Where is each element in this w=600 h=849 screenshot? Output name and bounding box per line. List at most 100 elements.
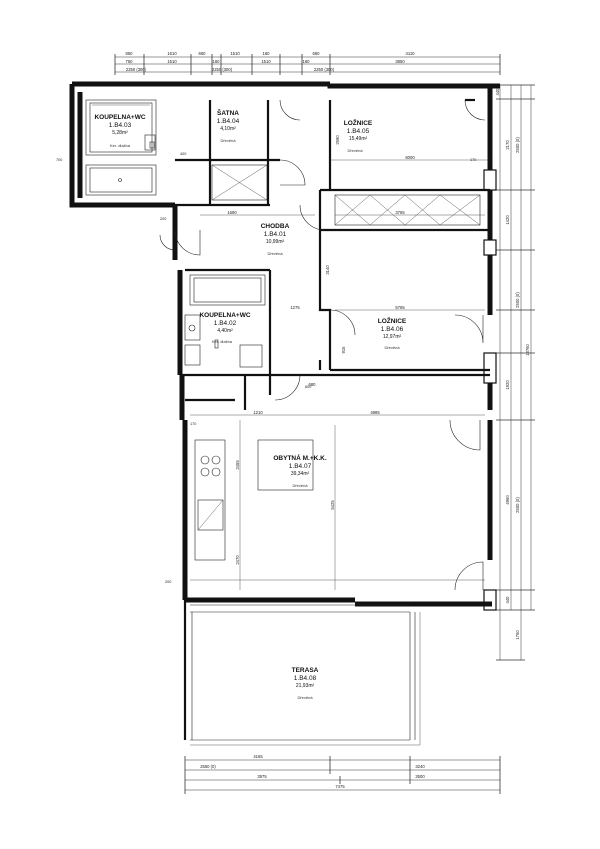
- dim-inner-3765: 3765: [395, 210, 405, 215]
- dim-top-5: 160: [263, 51, 271, 56]
- misc-notes: 400 200 700 600 170 200 170: [56, 152, 476, 584]
- dim-bottom-4: 3975: [257, 774, 267, 779]
- closet-hatch: [211, 164, 268, 201]
- svg-text:1.B4.01: 1.B4.01: [264, 231, 287, 238]
- svg-text:Dřevěná: Dřevěná: [292, 483, 308, 488]
- dim-right-6: 1920: [505, 380, 510, 390]
- svg-text:Dřevěná: Dřevěná: [347, 148, 363, 153]
- svg-text:12,97m²: 12,97m²: [383, 334, 402, 340]
- svg-text:Dřevěná: Dřevěná: [297, 695, 313, 700]
- dim-inner-1210: 1210: [253, 410, 263, 415]
- svg-text:4,40m²: 4,40m²: [217, 328, 233, 334]
- svg-text:600: 600: [305, 385, 311, 389]
- room-label-terrace: TERASA 1.B4.08 21,93m² Dřevěná: [292, 667, 319, 700]
- dim-inner-680: 680: [309, 382, 317, 387]
- dim-top-r3-2: 2250 (300): [212, 67, 233, 72]
- dim-inner-3140: 3140: [325, 265, 330, 275]
- dim-right-3: 2500 (0): [515, 137, 520, 153]
- dim-inner-2590: 2590: [335, 135, 340, 145]
- dim-top-6: 660: [313, 51, 321, 56]
- bottom-dimension-lines: 4165 3240 2550 (0) 3975 3500 7475: [184, 754, 501, 794]
- dim-bottom-5: 3500: [415, 774, 425, 779]
- svg-text:LOŽNICE: LOŽNICE: [378, 316, 407, 325]
- walls: [69, 81, 500, 611]
- right-dimension-lines: 440 2170 2500 (0) 1420 2500 (0) 1920 496…: [495, 84, 535, 661]
- room-label-bathroom1: KOUPELNA+WC 1.B4.03 5,28m² Ker. dlažba: [94, 114, 145, 148]
- dim-right-9: 440: [505, 596, 510, 604]
- wardrobe-hatch: [334, 194, 481, 226]
- terrace: [183, 600, 421, 746]
- svg-text:1.B4.03: 1.B4.03: [109, 122, 132, 129]
- dim-inner-6000: 6000: [405, 155, 415, 160]
- dim-right-1: 440: [495, 88, 500, 96]
- room-label-closet: ŠATNA 1.B4.04 4,10m² Dřevěná: [217, 108, 240, 143]
- dim-top-r2-5: 160: [303, 59, 311, 64]
- dim-right-total: 13760: [525, 344, 530, 356]
- svg-text:KOUPELNA+WC: KOUPELNA+WC: [94, 114, 145, 121]
- svg-text:200: 200: [165, 580, 171, 584]
- dim-top-4: 1510: [230, 51, 240, 56]
- svg-text:1.B4.07: 1.B4.07: [289, 463, 312, 470]
- inner-dimensions: 6000 3765 5765 4985 1275 1690 1210 2455 …: [190, 135, 490, 590]
- dim-bottom-3: 2550 (0): [200, 764, 216, 769]
- svg-text:Dřevěná: Dřevěná: [267, 251, 283, 256]
- room-label-bathroom2: KOUPELNA+WC 1.B4.02 4,40m² Ker. dlažba: [199, 312, 250, 344]
- dim-top-r2-3: 160: [213, 59, 221, 64]
- svg-text:10,99m²: 10,99m²: [266, 239, 285, 245]
- dim-right-10: 1750: [515, 630, 520, 640]
- dim-right-8: 2500 (0): [515, 497, 520, 513]
- dim-top-r2-1: 750: [126, 59, 134, 64]
- dim-top-r2-4: 1510: [261, 59, 271, 64]
- svg-text:1.B4.06: 1.B4.06: [381, 326, 404, 333]
- dim-right-5: 2500 (0): [515, 292, 520, 308]
- svg-text:CHODBA: CHODBA: [261, 223, 290, 230]
- svg-text:700: 700: [56, 158, 62, 162]
- dim-top-3: 660: [199, 51, 207, 56]
- svg-text:400: 400: [180, 152, 186, 156]
- dim-inner-2470: 2470: [235, 555, 240, 565]
- svg-text:15,49m²: 15,49m²: [349, 136, 368, 142]
- dim-top-2: 1610: [167, 51, 177, 56]
- dim-bottom-1: 4165: [253, 754, 263, 759]
- svg-text:Ker. dlažba: Ker. dlažba: [110, 143, 131, 148]
- dim-top-r2-2: 1510: [167, 59, 177, 64]
- dim-inner-1690: 1690: [227, 210, 237, 215]
- dim-bottom-total: 7475: [335, 784, 345, 789]
- dim-inner-5765: 5765: [395, 305, 405, 310]
- svg-text:39,34m²: 39,34m²: [291, 471, 310, 477]
- dim-top-r3-3: 2250 (300): [314, 67, 335, 72]
- dim-inner-915: 915: [341, 346, 346, 354]
- dim-right-7: 4960: [505, 495, 510, 505]
- dim-inner-1275: 1275: [290, 305, 300, 310]
- svg-text:1.B4.02: 1.B4.02: [214, 320, 237, 327]
- bathroom1-fixtures: [85, 99, 157, 196]
- svg-text:200: 200: [160, 217, 166, 221]
- svg-text:KOUPELNA+WC: KOUPELNA+WC: [199, 312, 250, 319]
- room-label-bedroom2: LOŽNICE 1.B4.06 12,97m² Dřevěná: [378, 316, 407, 350]
- dim-right-2: 2170: [505, 140, 510, 150]
- dim-right-4: 1420: [505, 215, 510, 225]
- dim-bottom-2: 3240: [415, 764, 425, 769]
- dim-inner-4985: 4985: [370, 410, 380, 415]
- dim-top-1: 850: [126, 51, 134, 56]
- room-label-hallway: CHODBA 1.B4.01 10,99m² Dřevěná: [261, 223, 290, 256]
- svg-text:170: 170: [190, 422, 196, 426]
- bathroom2-fixtures: [184, 274, 266, 368]
- svg-text:Dřevěná: Dřevěná: [384, 345, 400, 350]
- svg-text:1.B4.08: 1.B4.08: [294, 675, 317, 682]
- svg-text:5,28m²: 5,28m²: [112, 130, 128, 136]
- svg-text:1.B4.04: 1.B4.04: [217, 118, 240, 125]
- kitchen-counter: [194, 439, 314, 561]
- svg-text:TERASA: TERASA: [292, 667, 319, 674]
- svg-text:Ker. dlažba: Ker. dlažba: [212, 339, 233, 344]
- svg-text:OBYTNÁ M.+K.K.: OBYTNÁ M.+K.K.: [273, 453, 326, 462]
- room-label-living: OBYTNÁ M.+K.K. 1.B4.07 39,34m² Dřevěná: [273, 453, 326, 488]
- doors: [159, 99, 486, 591]
- dim-inner-5425: 5425: [330, 500, 335, 510]
- dim-inner-2455: 2455: [235, 460, 240, 470]
- room-label-bedroom1: LOŽNICE 1.B4.05 15,49m² Dřevěná: [344, 118, 373, 153]
- dim-top-r3-1: 2250 (300): [126, 67, 147, 72]
- svg-text:ŠATNA: ŠATNA: [217, 108, 239, 117]
- svg-text:170: 170: [470, 158, 476, 162]
